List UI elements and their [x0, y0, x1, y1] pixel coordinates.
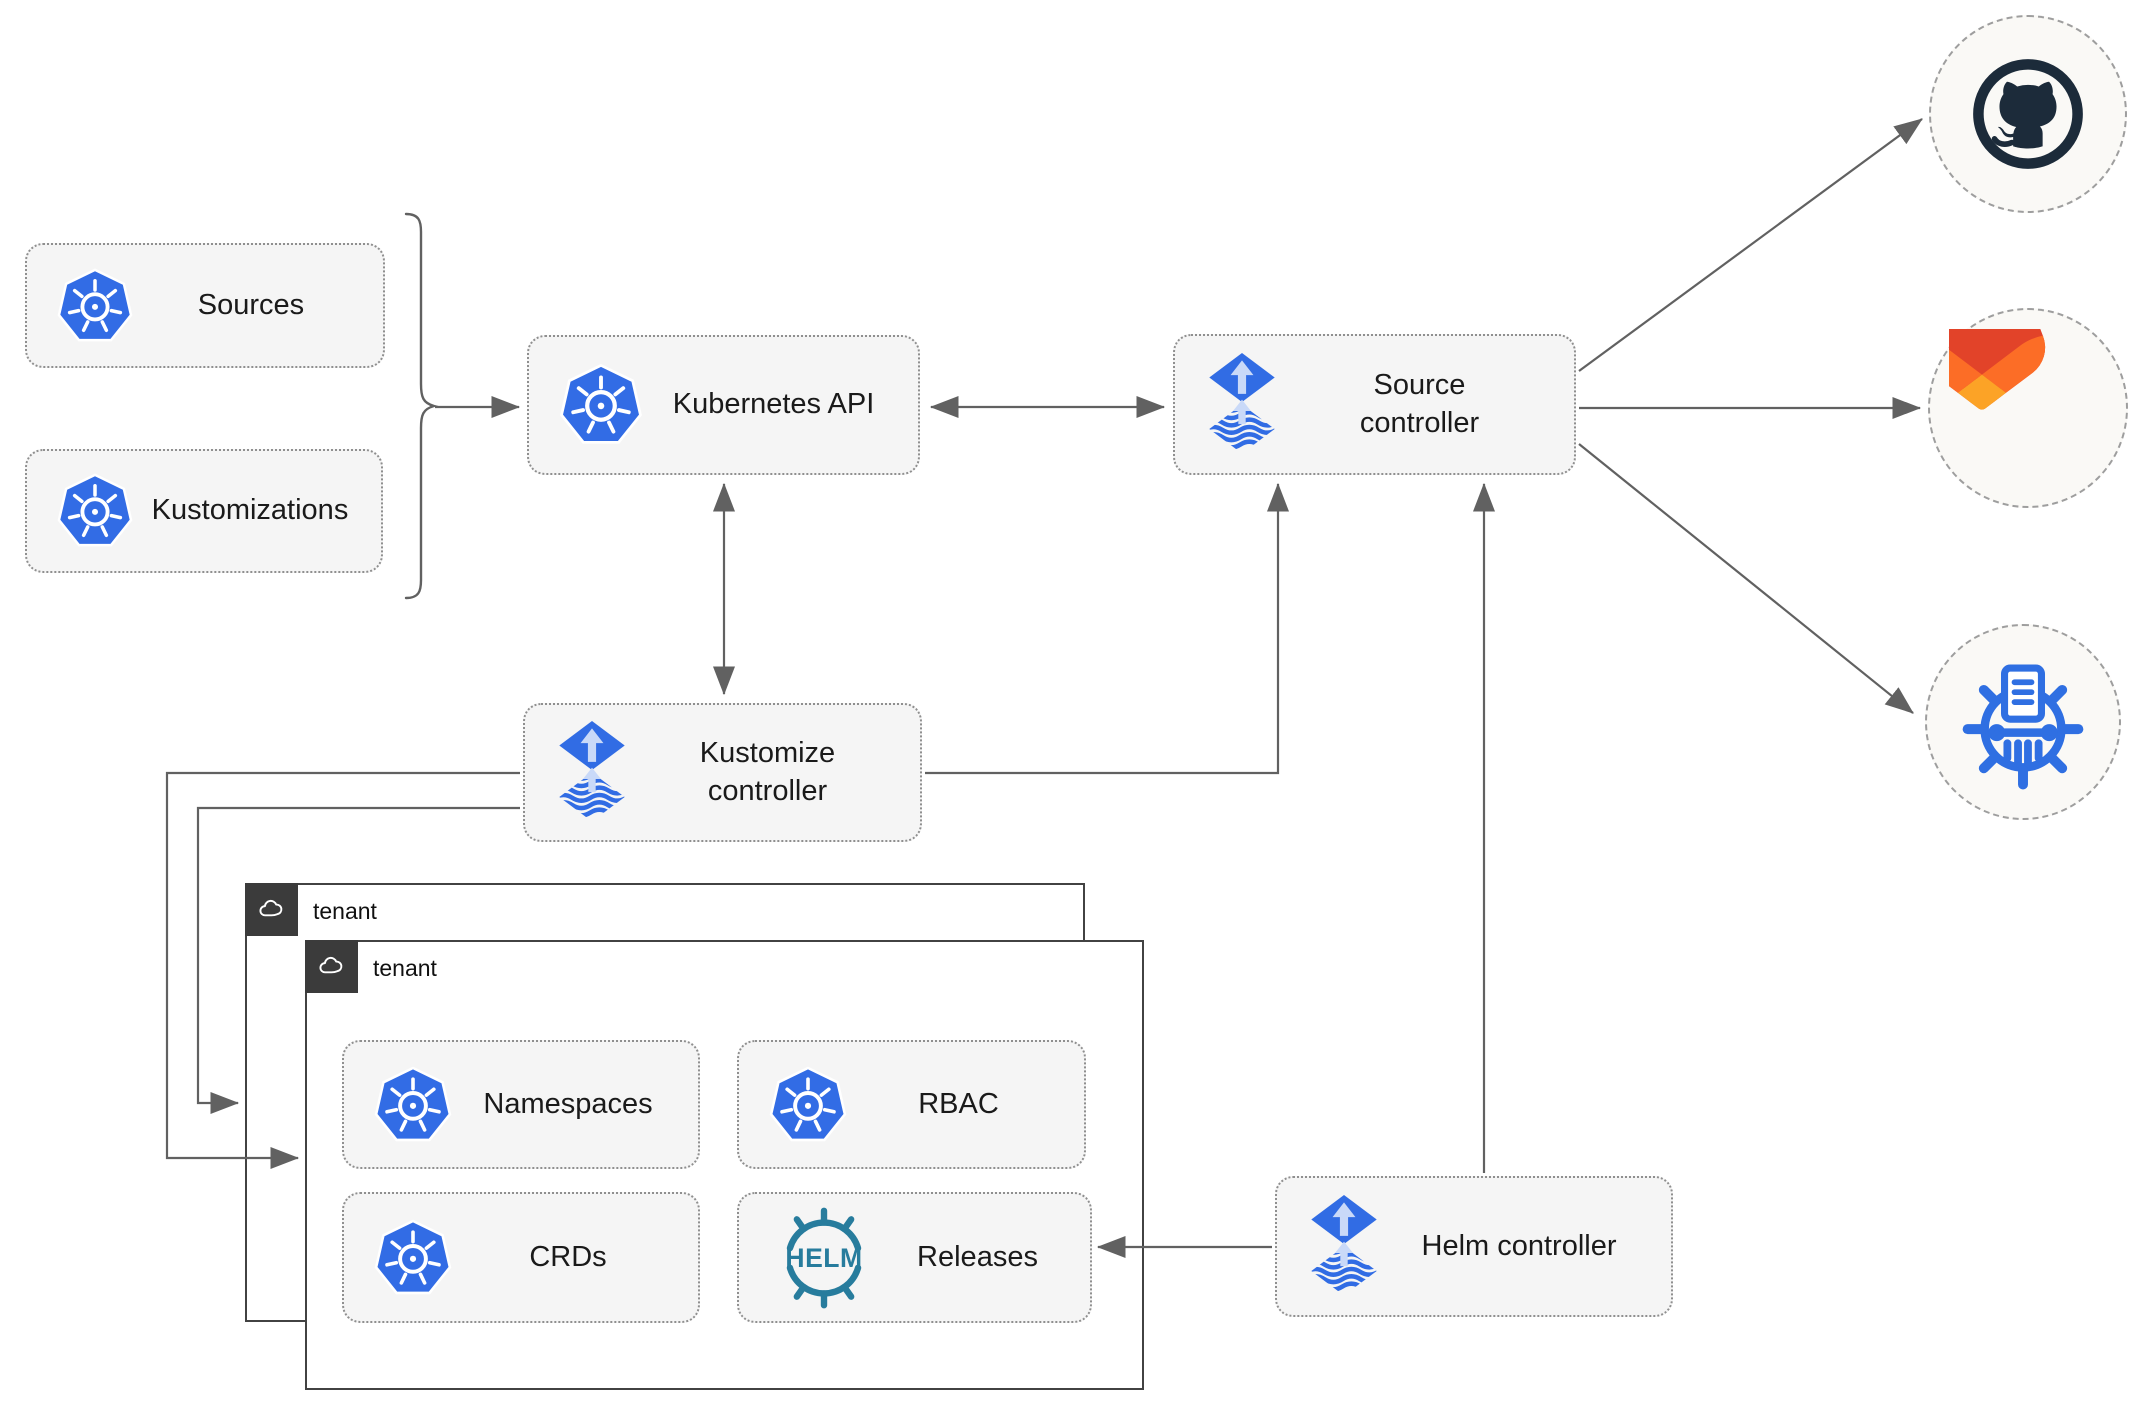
chartmuseum-icon — [1952, 651, 2094, 793]
endpoint-github — [1929, 15, 2127, 213]
tenant-front-label: tenant — [373, 955, 437, 981]
kubernetes-icon — [53, 264, 137, 348]
endpoint-gitlab — [1928, 308, 2128, 508]
node-sources: Sources — [25, 243, 385, 368]
flux-icon — [551, 721, 633, 824]
node-label: Helm controller — [1421, 1229, 1617, 1262]
node-label: RBAC — [918, 1087, 999, 1120]
kubernetes-icon — [370, 1215, 456, 1301]
node-label: Source controller — [1359, 369, 1480, 439]
grouping-brace — [404, 212, 439, 600]
node-label: CRDs — [529, 1240, 607, 1273]
github-icon — [1966, 52, 2090, 176]
node-helm-controller: Helm controller — [1275, 1176, 1673, 1317]
node-label: Sources — [197, 288, 305, 321]
node-source-controller: Source controller — [1173, 334, 1576, 475]
endpoint-chartmuseum — [1925, 624, 2121, 820]
tenant-box-front: tenant Namespaces RBAC CRDs — [304, 939, 1144, 1390]
tenant-front-tab — [304, 939, 358, 993]
node-label: Kustomize controller — [699, 737, 836, 807]
node-label: Kustomizations — [151, 494, 349, 527]
flux-icon — [1201, 353, 1283, 456]
node-namespaces: Namespaces — [342, 1040, 700, 1169]
gitlab-icon — [1949, 329, 2107, 487]
kubernetes-icon — [555, 359, 647, 451]
helm-wordmark: HELM — [785, 1242, 862, 1272]
node-label: Releases — [917, 1240, 1038, 1273]
flux-icon — [1303, 1195, 1385, 1298]
arrow-source-to-github — [1578, 118, 1923, 372]
node-label: Namespaces — [483, 1087, 653, 1120]
node-releases: HELM Releases — [737, 1192, 1092, 1323]
arrow-kustomize-to-source-controller — [925, 482, 1289, 775]
node-kustomizations: Kustomizations — [25, 449, 383, 573]
kubernetes-icon — [370, 1062, 456, 1148]
cloud-icon — [254, 896, 288, 923]
node-label: Kubernetes API — [672, 388, 875, 421]
node-kustomize-controller: Kustomize controller — [523, 703, 922, 842]
helm-icon: HELM — [765, 1199, 883, 1317]
kubernetes-icon — [765, 1062, 851, 1148]
node-kubernetes-api: Kubernetes API — [527, 335, 920, 475]
node-crds: CRDs — [342, 1192, 700, 1323]
tenant-back-label: tenant — [313, 898, 377, 924]
arrow-source-to-chartmuseum — [1578, 443, 1914, 714]
kubernetes-icon — [53, 469, 137, 553]
tenant-back-tab — [244, 882, 298, 936]
cloud-icon — [314, 953, 348, 980]
node-rbac: RBAC — [737, 1040, 1086, 1169]
